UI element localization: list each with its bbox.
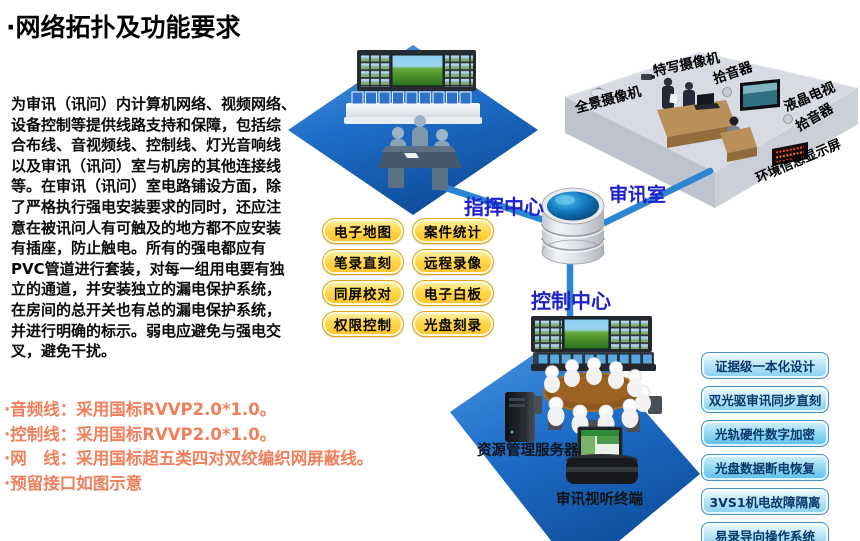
button-dual-drive-sync[interactable]: 双光驱审讯同步直刻	[701, 386, 829, 413]
button-disc-burning[interactable]: 光盘刻录	[412, 311, 494, 337]
label-resource-server: 资源管理服务器	[477, 443, 579, 459]
button-digital-encryption[interactable]: 光轨硬件数字加密	[701, 420, 829, 447]
body-paragraph: 为审讯（讯问）内计算机网络、视频网络、 设备控制等提供线路支持和保障，包括综 合…	[11, 95, 297, 361]
label-interrogation-room: 审讯室	[609, 184, 667, 206]
button-screen-proofread[interactable]: 同屏校对	[322, 280, 404, 306]
button-whiteboard[interactable]: 电子白板	[412, 280, 494, 306]
note-audio-line: ·音频线：采用国标RVVP2.0*1.0。	[4, 400, 277, 419]
database-icon	[541, 187, 605, 265]
command-people	[378, 115, 462, 190]
av-terminal-icon	[566, 426, 638, 484]
label-command-center: 指挥中心	[464, 195, 544, 219]
button-power-loss-recover[interactable]: 光盘数据断电恢复	[701, 454, 829, 481]
label-av-terminal: 审讯视听终端	[556, 492, 643, 508]
room-contents	[590, 74, 808, 166]
note-reserved-port: ·预留接口如图示意	[4, 473, 143, 493]
note-network-line: ·网 线：采用国标超五类四对双绞编织网屏蔽线。	[4, 449, 374, 469]
control-center-platform	[450, 328, 700, 541]
note-control-line: ·控制线：采用国标RVVP2.0*1.0。	[4, 424, 277, 444]
button-electronic-map[interactable]: 电子地图	[322, 218, 404, 244]
command-video-wall	[344, 50, 482, 124]
label-control-center: 控制中心	[531, 289, 611, 313]
button-case-statistics[interactable]: 案件统计	[412, 218, 494, 244]
page-title: ·网络拓扑及功能要求	[6, 13, 241, 42]
button-evidence-design[interactable]: 证据级一本化设计	[701, 352, 829, 379]
button-guided-os[interactable]: 易录导向操作系统	[701, 522, 829, 541]
button-fault-isolation[interactable]: 3VS1机电故障隔离	[701, 488, 829, 515]
conference-table	[528, 357, 662, 438]
server-icon	[505, 392, 535, 442]
button-remote-recording[interactable]: 远程录像	[412, 249, 494, 275]
button-record-burning[interactable]: 笔录直刻	[322, 249, 404, 275]
feature-button-list: 证据级一本化设计 双光驱审讯同步直刻 光轨硬件数字加密 光盘数据断电恢复 3VS…	[701, 352, 829, 541]
function-button-grid: 电子地图 案件统计 笔录直刻 远程录像 同屏校对 电子白板 权限控制 光盘刻录	[322, 218, 494, 337]
spec-notes: ·音频线：采用国标RVVP2.0*1.0。 ·控制线：采用国标RVVP2.0*1…	[4, 398, 373, 496]
button-access-control[interactable]: 权限控制	[322, 311, 404, 337]
